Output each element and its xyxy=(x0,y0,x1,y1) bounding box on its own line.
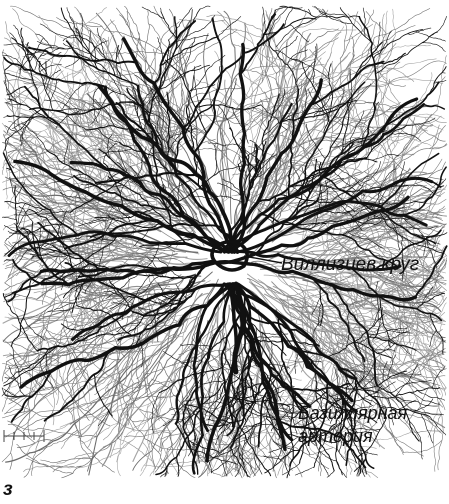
minor-vessel xyxy=(187,30,237,67)
minor-vessel xyxy=(2,453,11,462)
minor-vessel xyxy=(245,462,251,476)
minor-vessel xyxy=(180,19,225,22)
major-artery xyxy=(407,28,431,34)
major-artery xyxy=(386,82,439,125)
major-artery xyxy=(413,399,433,412)
minor-vessel xyxy=(3,362,7,381)
minor-vessel xyxy=(369,26,416,51)
minor-vessel xyxy=(39,15,83,53)
major-artery xyxy=(5,378,16,379)
basilar-artery-label-line-1: Базиллярная xyxy=(298,404,407,422)
major-artery xyxy=(36,34,53,48)
minor-vessel xyxy=(25,301,54,329)
major-artery xyxy=(319,451,336,461)
minor-vessel xyxy=(18,310,52,337)
minor-vessel xyxy=(432,159,442,173)
panel-letter: з xyxy=(3,480,13,499)
major-artery xyxy=(5,109,41,142)
minor-vessel xyxy=(148,11,150,29)
major-artery xyxy=(428,67,447,96)
major-artery xyxy=(5,395,32,397)
major-artery xyxy=(422,43,445,52)
minor-vessel xyxy=(41,458,92,462)
minor-vessel xyxy=(251,73,264,123)
major-artery xyxy=(314,6,346,15)
major-artery xyxy=(429,16,446,37)
major-artery xyxy=(337,461,347,477)
minor-vessel xyxy=(169,461,208,465)
minor-vessel xyxy=(430,126,446,149)
minor-vessel xyxy=(4,294,37,299)
major-artery xyxy=(327,471,334,477)
minor-vessel xyxy=(23,407,74,431)
minor-vessel xyxy=(214,474,221,476)
minor-vessel xyxy=(5,283,11,287)
major-artery xyxy=(429,416,446,435)
major-artery xyxy=(337,446,346,460)
minor-vessel xyxy=(6,160,7,199)
major-artery xyxy=(363,8,365,37)
minor-vessel xyxy=(361,23,376,59)
major-artery xyxy=(173,65,201,81)
major-artery xyxy=(376,32,438,73)
minor-vessel xyxy=(48,42,72,94)
minor-vessel xyxy=(401,79,443,84)
major-artery xyxy=(318,455,329,476)
minor-vessel xyxy=(378,40,394,81)
major-artery xyxy=(5,64,14,70)
minor-vessel xyxy=(351,470,353,475)
minor-vessel xyxy=(405,386,430,424)
minor-vessel xyxy=(370,59,437,73)
minor-vessel xyxy=(6,264,13,267)
major-artery xyxy=(200,6,210,9)
major-artery xyxy=(377,22,380,47)
major-artery xyxy=(287,466,290,478)
minor-vessel xyxy=(439,199,447,204)
basilar-artery-label-line-2: артерия xyxy=(298,427,373,445)
major-artery xyxy=(335,367,338,401)
major-artery xyxy=(2,217,16,220)
major-artery xyxy=(377,344,395,354)
minor-vessel xyxy=(8,424,97,437)
circle-of-willis-label: Виллизиев круг xyxy=(281,255,419,274)
minor-vessel xyxy=(221,29,264,39)
minor-vessel xyxy=(10,437,14,470)
major-artery xyxy=(372,155,398,161)
minor-vessel xyxy=(57,18,102,27)
major-artery xyxy=(214,144,217,175)
minor-vessel xyxy=(11,299,50,305)
minor-vessel xyxy=(161,444,172,470)
minor-vessel xyxy=(410,77,445,107)
minor-vessel xyxy=(6,22,34,80)
minor-vessel xyxy=(170,432,195,477)
